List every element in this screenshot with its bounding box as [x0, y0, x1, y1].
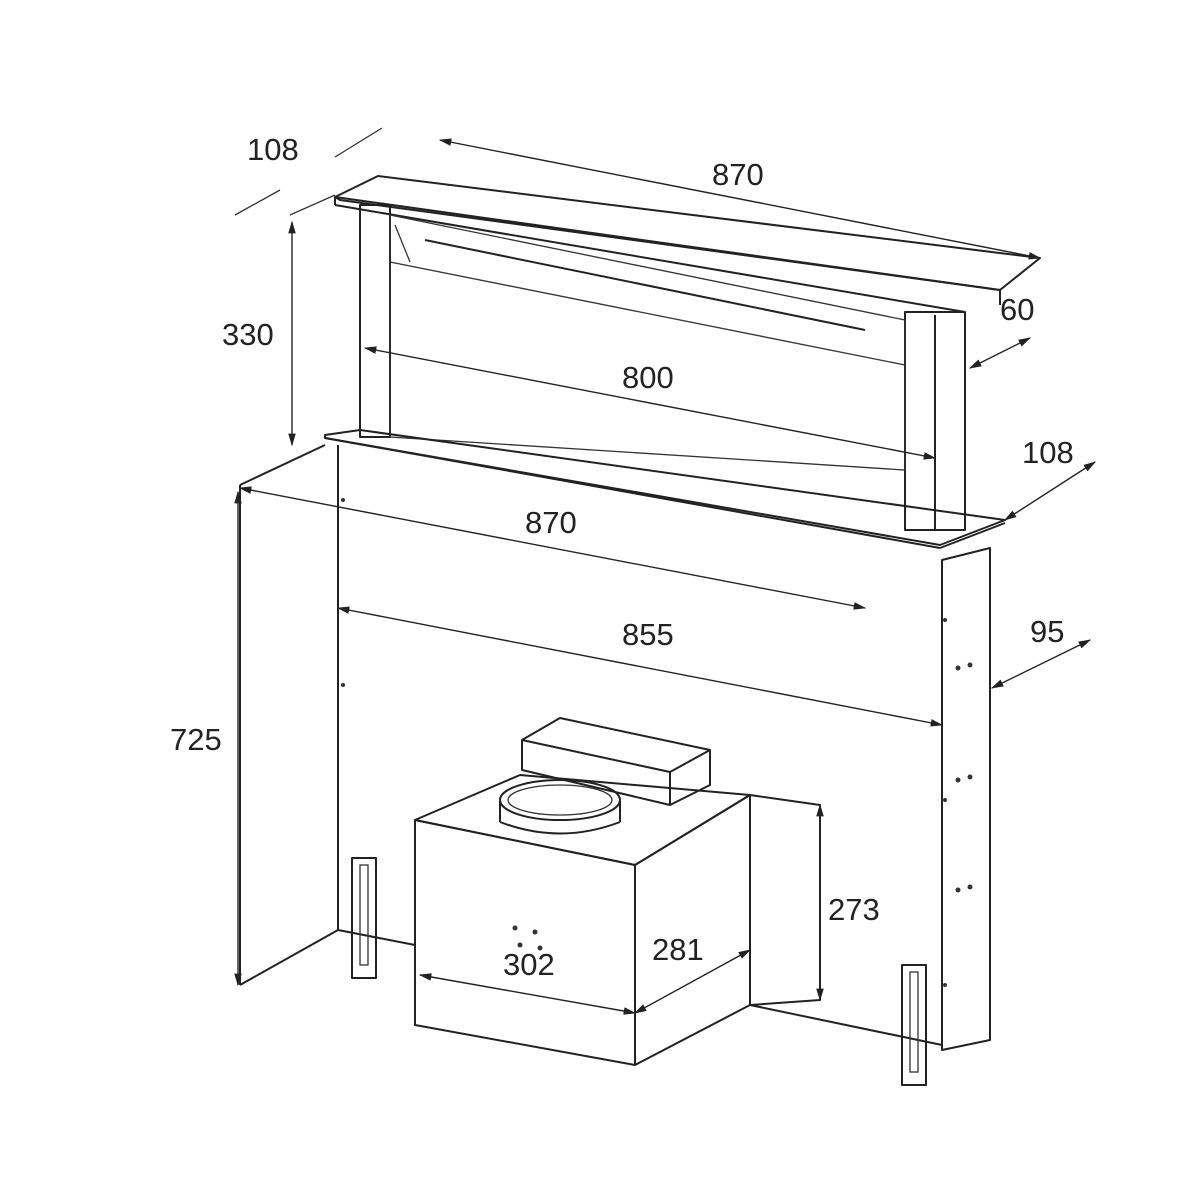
label-top-depth: 108	[247, 132, 299, 167]
motor-unit	[414, 717, 821, 1066]
label-height-above: 330	[222, 317, 274, 352]
label-cabinet-width: 855	[622, 617, 674, 652]
cabinet	[239, 444, 991, 1086]
label-motor-width: 302	[503, 947, 555, 982]
label-total-height: 725	[170, 722, 222, 757]
label-motor-depth: 281	[652, 932, 704, 967]
label-base-depth: 108	[1022, 435, 1074, 470]
label-base-width: 870	[525, 505, 577, 540]
label-panel-width: 800	[622, 360, 674, 395]
label-top-width: 870	[712, 157, 764, 192]
dimension-lines	[234, 127, 1097, 1015]
label-motor-height: 273	[828, 892, 880, 927]
label-side-depth: 95	[1030, 614, 1064, 649]
label-post-depth: 60	[1000, 292, 1034, 327]
base-plate	[324, 429, 1006, 549]
